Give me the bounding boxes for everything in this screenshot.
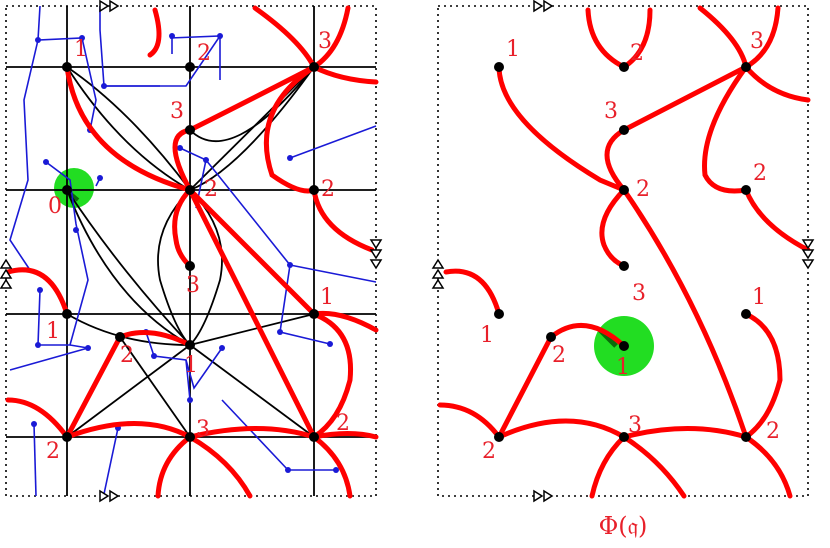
left-label: 1 xyxy=(46,319,60,344)
left-label: 3 xyxy=(196,417,210,442)
right-label: 2 xyxy=(630,41,644,66)
left-label: 0 xyxy=(48,194,62,219)
left-red-curves xyxy=(5,5,379,499)
right-label: 1 xyxy=(480,323,494,348)
left-blue-graph xyxy=(9,5,377,497)
right-caption: Φ(𝔮) xyxy=(599,512,648,540)
right-label: 1 xyxy=(506,37,520,62)
left-labels: 1 2 3 3 2 2 0 3 1 1 2 1 2 3 2 xyxy=(46,29,350,464)
right-label: 2 xyxy=(482,439,496,464)
left-panel: 1 2 3 3 2 2 0 3 1 1 2 1 2 3 2 xyxy=(0,0,383,503)
right-label: 2 xyxy=(552,343,566,368)
left-label: 1 xyxy=(74,37,88,62)
right-label: 2 xyxy=(636,177,650,202)
left-highlight-disk xyxy=(54,168,94,208)
left-label: 1 xyxy=(184,353,198,378)
right-frame xyxy=(437,5,809,497)
left-label: 2 xyxy=(336,411,350,436)
left-boundary-arrows xyxy=(0,0,383,503)
left-label: 2 xyxy=(120,343,134,368)
right-red-curves xyxy=(437,5,811,499)
left-label: 2 xyxy=(46,439,60,464)
right-label: 1 xyxy=(616,355,630,380)
right-label: 2 xyxy=(766,419,780,444)
right-boundary-arrows xyxy=(431,0,815,503)
right-panel: 1 2 3 3 2 2 3 1 1 2 1 2 3 2 Φ(� xyxy=(431,0,815,540)
right-label: 3 xyxy=(632,281,646,306)
left-label: 2 xyxy=(321,177,335,202)
right-label: 2 xyxy=(753,161,767,186)
left-label: 2 xyxy=(204,177,218,202)
left-vertices xyxy=(62,62,319,442)
right-label: 1 xyxy=(752,285,766,310)
left-label: 1 xyxy=(320,285,334,310)
right-vertices xyxy=(494,62,751,442)
right-label: 3 xyxy=(750,29,764,54)
left-label: 3 xyxy=(170,99,184,124)
right-label: 3 xyxy=(604,99,618,124)
right-labels: 1 2 3 3 2 2 3 1 1 2 1 2 3 2 xyxy=(480,29,780,464)
left-label: 3 xyxy=(318,29,332,54)
left-label: 3 xyxy=(186,273,200,298)
left-label: 2 xyxy=(197,41,211,66)
left-frame xyxy=(5,5,377,497)
right-label: 3 xyxy=(628,413,642,438)
